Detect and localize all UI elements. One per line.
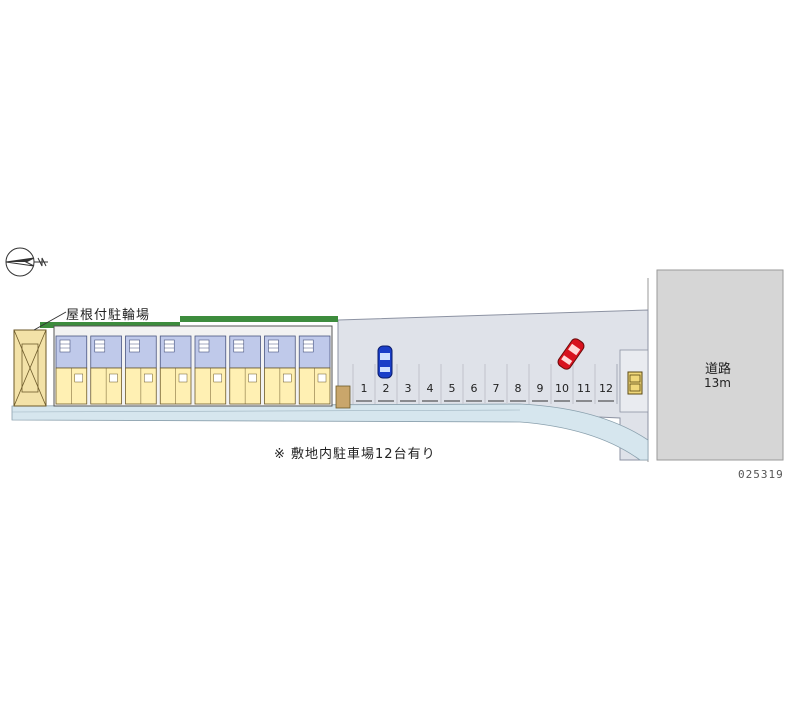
road [656, 269, 784, 461]
unit-stair [94, 339, 106, 353]
hedge [40, 322, 180, 328]
stall-number: 10 [555, 382, 569, 395]
north-arrow-icon [5, 247, 48, 277]
parked-car-blue [377, 345, 393, 379]
unit-stair [302, 339, 314, 353]
property-code: 025319 [738, 468, 784, 481]
stall-number: 3 [405, 382, 412, 395]
parking-note: ※ 敷地内駐車場12台有り [274, 447, 436, 462]
garbage-station [627, 371, 643, 395]
unit-stair [198, 339, 210, 353]
stall-number: 4 [427, 382, 434, 395]
unit-stair [233, 339, 245, 353]
unit-stair [163, 339, 175, 353]
waterway-strip [11, 403, 649, 461]
road-width-label: 13m [704, 376, 731, 390]
unit-stair [129, 339, 140, 353]
bike-label-leader [33, 311, 67, 331]
bicycle-parking-label: 屋根付駐輪場 [66, 308, 151, 323]
unit-stair [268, 339, 279, 353]
bicycle-shelter [13, 329, 47, 407]
stall-number: 6 [471, 382, 478, 395]
apartment-building [53, 325, 333, 407]
stall-number: 8 [515, 382, 522, 395]
stall-number: 2 [383, 382, 390, 395]
stall-number: 9 [537, 382, 544, 395]
road-name-label: 道路 [705, 362, 732, 377]
parked-car-red [557, 338, 585, 370]
hedge-2 [180, 316, 338, 322]
stall-number: 5 [449, 382, 456, 395]
stall-number: 12 [599, 382, 613, 395]
unit-stair [59, 339, 71, 353]
bin-rack [335, 385, 351, 409]
stall-number: 11 [577, 382, 591, 395]
stall-number: 7 [493, 382, 500, 395]
stall-number: 1 [361, 382, 368, 395]
